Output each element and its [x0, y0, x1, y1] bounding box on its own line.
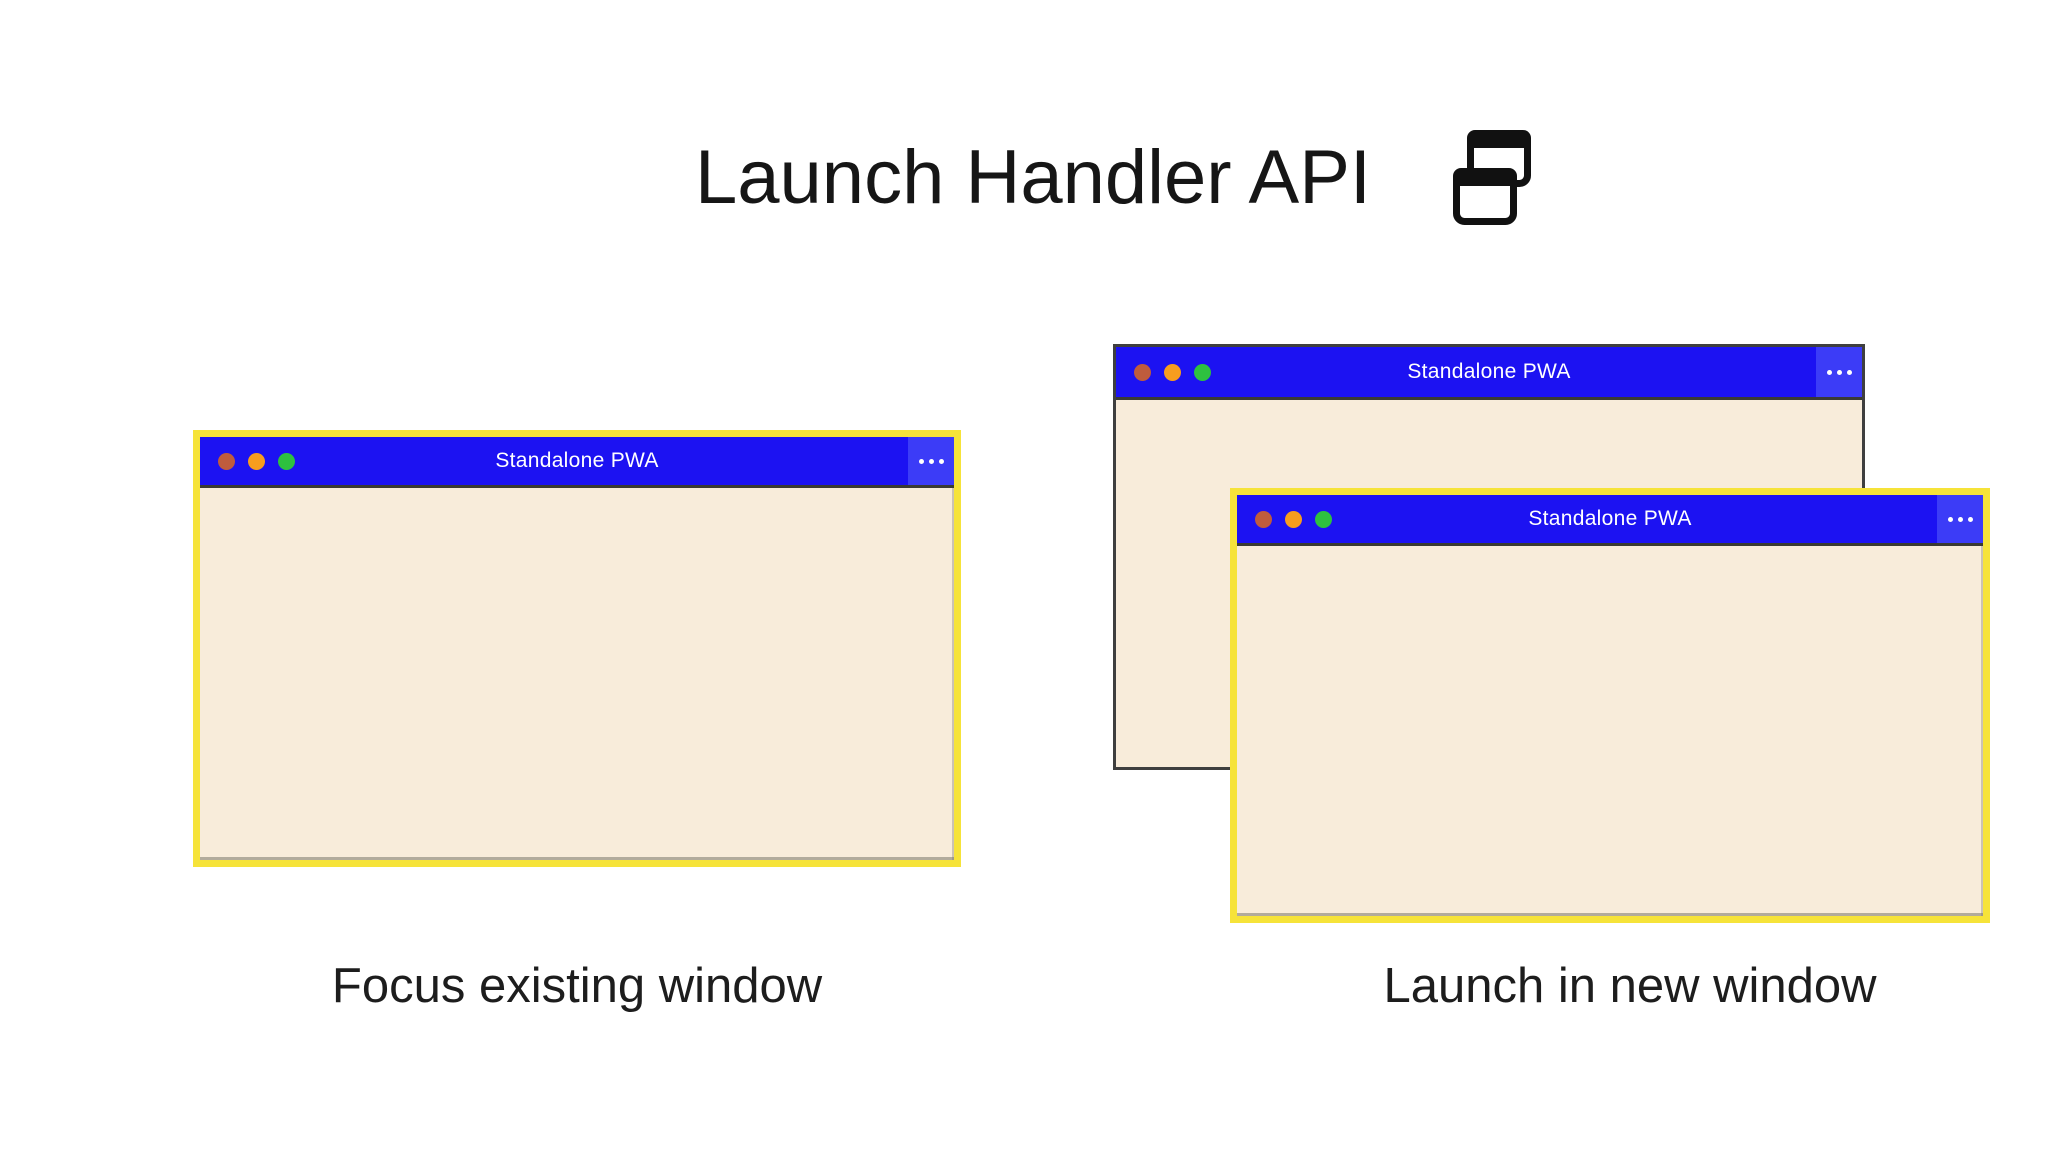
- page-title: Launch Handler API: [695, 134, 1372, 220]
- more-menu-icon: [1937, 495, 1983, 543]
- minimize-button-icon: [1285, 510, 1302, 528]
- maximize-button-icon: [1194, 363, 1211, 381]
- titlebar: Standalone PWA: [200, 437, 954, 488]
- overlapping-windows-icon: [1453, 130, 1532, 225]
- close-button-icon: [218, 452, 235, 470]
- minimize-button-icon: [1164, 363, 1181, 381]
- close-button-icon: [1134, 363, 1151, 381]
- more-menu-icon: [1816, 347, 1862, 397]
- window-content: [200, 488, 954, 860]
- titlebar: Standalone PWA: [1237, 495, 1983, 546]
- focused-pwa-window: Standalone PWA: [193, 430, 961, 867]
- more-menu-icon: [908, 437, 954, 485]
- window-title: Standalone PWA: [1528, 507, 1692, 530]
- traffic-lights: [1134, 347, 1211, 397]
- maximize-button-icon: [1315, 510, 1332, 528]
- minimize-button-icon: [248, 452, 265, 470]
- titlebar: Standalone PWA: [1116, 347, 1862, 400]
- traffic-lights: [218, 437, 295, 485]
- window-content: [1237, 546, 1983, 916]
- traffic-lights: [1255, 495, 1332, 543]
- window-title: Standalone PWA: [495, 449, 659, 472]
- close-button-icon: [1255, 510, 1272, 528]
- window-title: Standalone PWA: [1407, 360, 1571, 383]
- caption-launch-new: Launch in new window: [1383, 959, 1877, 1013]
- new-pwa-window: Standalone PWA: [1230, 488, 1990, 923]
- maximize-button-icon: [278, 452, 295, 470]
- caption-focus-existing: Focus existing window: [331, 959, 823, 1013]
- header: Launch Handler API: [695, 130, 1532, 225]
